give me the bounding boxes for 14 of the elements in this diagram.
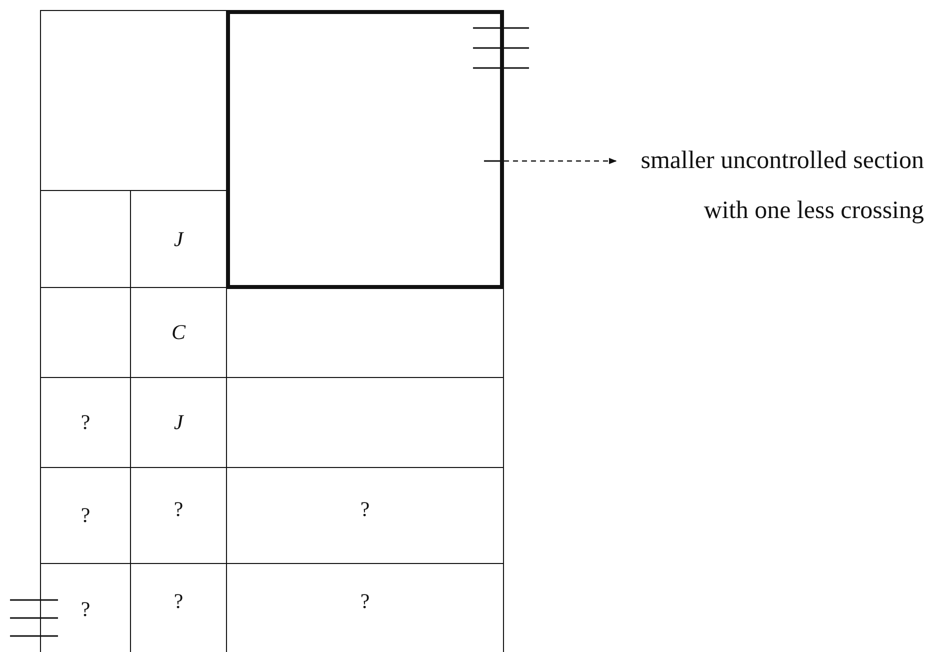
variable-label: C	[171, 320, 186, 345]
variable-label: J	[174, 410, 184, 435]
dashed-arrow	[504, 158, 617, 164]
annotation-text: smaller uncontrolled section with one less crossing	[640, 146, 924, 226]
unknown-mark: ?	[360, 588, 370, 614]
unknown-mark: ?	[174, 497, 184, 522]
variable-label: J	[174, 226, 184, 252]
unknown-mark: ?	[360, 497, 370, 522]
grid-cell	[40, 10, 227, 191]
unknown-mark: ?	[80, 503, 90, 528]
unknown-mark: ?	[80, 596, 90, 622]
unknown-mark: ?	[174, 588, 184, 614]
unknown-mark: ?	[80, 410, 90, 435]
highlighted-section-box	[226, 10, 504, 289]
